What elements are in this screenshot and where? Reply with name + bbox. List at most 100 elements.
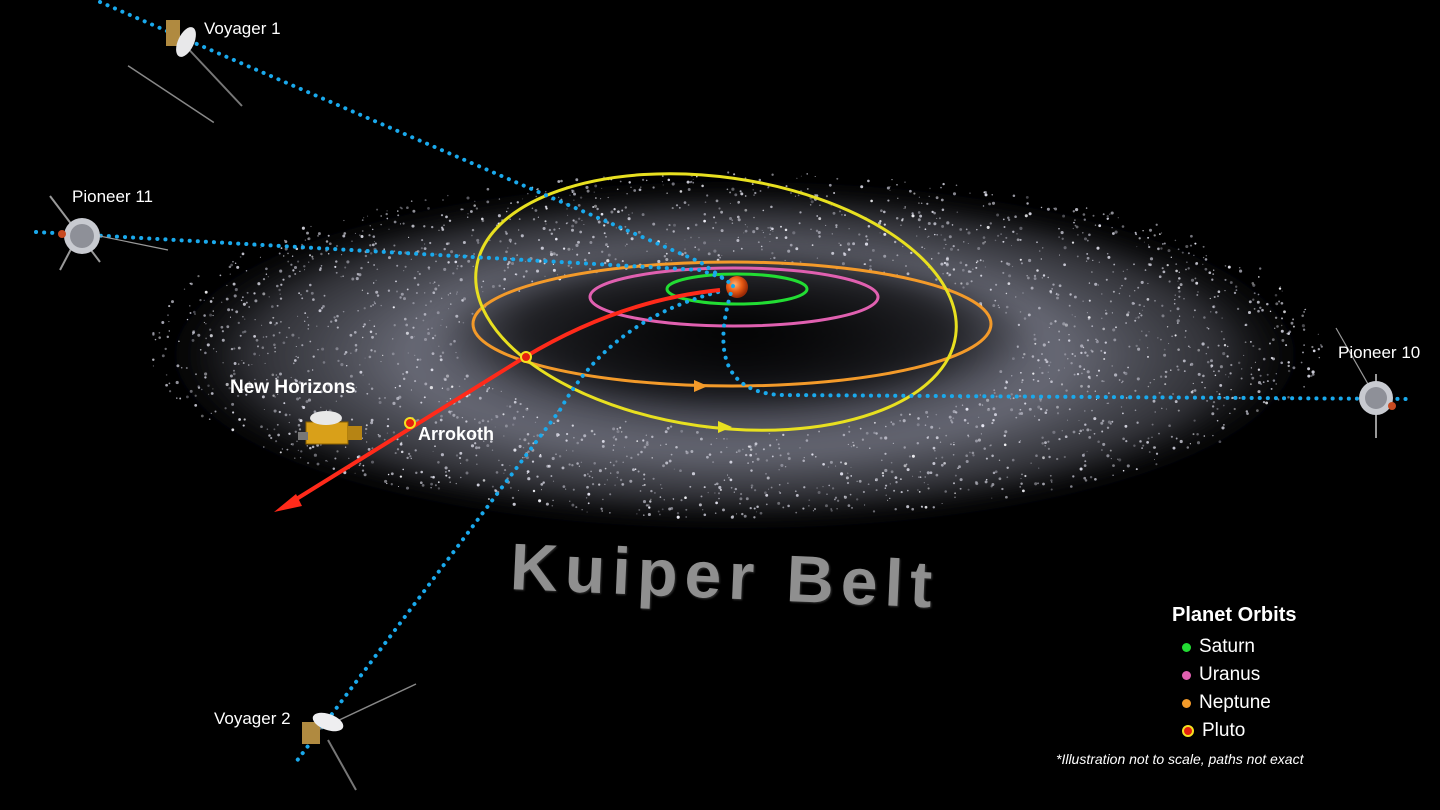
belt-speck: [890, 421, 893, 423]
belt-speck: [1281, 290, 1283, 292]
belt-speck: [1018, 412, 1022, 415]
belt-speck: [1125, 440, 1128, 443]
belt-speck: [984, 480, 988, 484]
belt-speck: [825, 504, 828, 508]
belt-speck: [645, 434, 647, 436]
belt-speck: [1245, 410, 1249, 413]
belt-speck: [1096, 339, 1098, 341]
belt-speck: [443, 267, 447, 271]
belt-speck: [1213, 370, 1215, 373]
belt-speck: [505, 232, 508, 235]
belt-speck: [578, 217, 581, 220]
belt-speck: [843, 495, 847, 499]
belt-speck: [1088, 233, 1091, 237]
belt-speck: [164, 347, 167, 351]
belt-speck: [270, 305, 274, 308]
belt-speck: [423, 313, 427, 316]
belt-speck: [730, 486, 733, 489]
arrokoth-marker: [404, 417, 416, 429]
belt-speck: [731, 187, 735, 191]
belt-speck: [203, 321, 205, 324]
belt-speck: [665, 443, 667, 445]
belt-speck: [1045, 409, 1048, 412]
belt-speck: [976, 228, 978, 231]
belt-speck: [1201, 381, 1203, 384]
belt-speck: [1102, 327, 1106, 331]
belt-speck: [1302, 328, 1306, 331]
belt-speck: [653, 491, 656, 494]
belt-speck: [355, 277, 359, 281]
belt-speck: [476, 238, 480, 242]
belt-speck: [236, 265, 240, 269]
belt-speck: [405, 370, 409, 374]
belt-speck: [244, 318, 246, 320]
belt-speck: [858, 479, 862, 483]
belt-speck: [1057, 293, 1060, 296]
belt-speck: [672, 498, 675, 500]
belt-speck: [330, 320, 333, 323]
belt-speck: [1300, 361, 1303, 364]
neptune-orbit: [471, 260, 993, 388]
belt-speck: [798, 222, 801, 225]
belt-speck: [522, 198, 524, 200]
belt-speck: [1202, 263, 1204, 265]
belt-speck: [956, 467, 959, 469]
belt-speck: [637, 453, 640, 456]
pioneer11-trajectory: [34, 230, 730, 282]
belt-speck: [1058, 236, 1060, 238]
belt-speck: [1047, 440, 1050, 443]
voyager1-label: Voyager 1: [204, 19, 281, 38]
belt-speck: [1259, 306, 1262, 310]
belt-speck: [610, 210, 614, 214]
belt-speck: [459, 278, 463, 282]
belt-speck: [1274, 316, 1278, 319]
belt-speck: [626, 243, 628, 246]
belt-speck: [1039, 407, 1043, 411]
neptune-dot: [1182, 698, 1191, 708]
belt-speck: [805, 439, 809, 442]
belt-speck: [309, 340, 312, 343]
belt-speck: [274, 351, 276, 353]
belt-speck: [1174, 298, 1176, 301]
belt-speck: [933, 222, 937, 226]
belt-speck: [498, 198, 501, 200]
belt-speck: [852, 242, 856, 246]
belt-speck: [279, 269, 283, 273]
belt-speck: [574, 220, 578, 224]
belt-speck: [386, 482, 388, 485]
belt-speck: [490, 418, 493, 421]
belt-speck: [697, 248, 701, 251]
belt-speck: [233, 378, 236, 381]
belt-speck: [571, 424, 574, 427]
belt-speck: [789, 191, 793, 195]
belt-speck: [545, 191, 547, 193]
belt-speck: [1010, 375, 1013, 377]
belt-speck: [472, 434, 475, 438]
belt-speck: [456, 356, 459, 359]
belt-speck: [537, 188, 539, 190]
belt-speck: [342, 275, 344, 277]
belt-speck: [1095, 340, 1099, 344]
belt-speck: [576, 462, 579, 465]
belt-speck: [1182, 359, 1186, 363]
belt-speck: [503, 277, 507, 281]
belt-speck: [311, 369, 314, 371]
belt-speck: [1050, 479, 1053, 482]
belt-speck: [714, 512, 717, 514]
belt-speck: [502, 413, 505, 416]
belt-speck: [940, 463, 944, 467]
belt-speck: [534, 421, 537, 424]
belt-speck: [311, 255, 314, 258]
belt-speck: [359, 462, 362, 465]
belt-speck: [405, 486, 410, 490]
belt-speck: [427, 266, 431, 269]
belt-speck: [616, 427, 619, 430]
belt-speck: [627, 217, 631, 221]
belt-speck: [661, 508, 664, 511]
belt-speck: [340, 276, 342, 278]
belt-speck: [1100, 421, 1104, 425]
belt-speck: [393, 250, 396, 253]
belt-speck: [836, 507, 838, 510]
belt-speck: [1147, 282, 1149, 285]
belt-speck: [1217, 344, 1220, 347]
